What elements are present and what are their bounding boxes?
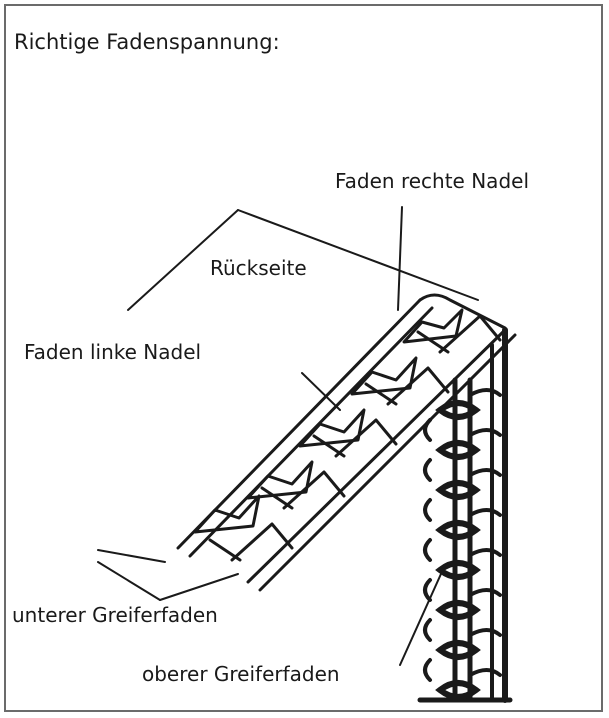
- vertical-seam: [417, 327, 513, 703]
- leader-lower-looper-1: [97, 549, 166, 563]
- leader-back-side-left: [127, 209, 239, 311]
- leader-upper-looper: [399, 564, 446, 666]
- label-right-needle-thread: Faden rechte Nadel: [335, 169, 529, 193]
- leader-left-needle: [301, 372, 341, 411]
- leader-right-needle: [397, 206, 403, 311]
- leader-lower-looper-3: [159, 573, 239, 601]
- label-back-side: Rückseite: [210, 256, 307, 280]
- label-upper-looper-thread: oberer Greiferfaden: [142, 662, 340, 686]
- diagram-title: Richtige Fadenspannung:: [14, 30, 280, 54]
- diagonal-seam: [176, 293, 517, 592]
- leader-lower-looper-2: [97, 561, 161, 601]
- label-left-needle-thread: Faden linke Nadel: [24, 340, 202, 364]
- leader-back-side-right: [237, 209, 479, 301]
- label-lower-looper-thread: unterer Greiferfaden: [12, 603, 218, 627]
